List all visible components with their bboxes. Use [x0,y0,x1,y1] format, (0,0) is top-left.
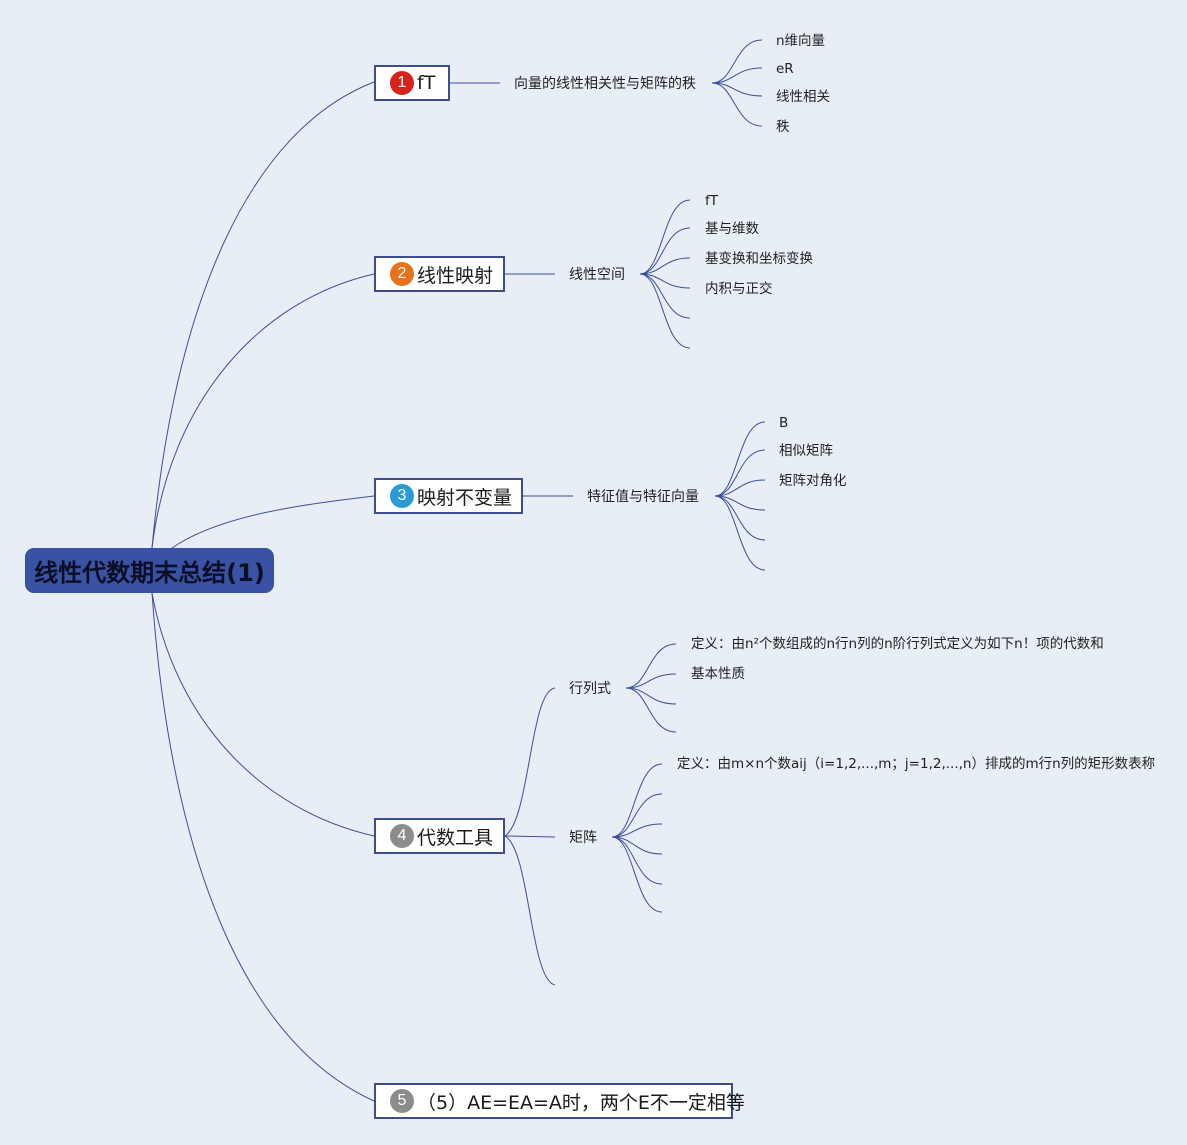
edge-fan-matrix-2 [611,823,663,838]
edge-fan-3-4 [714,495,766,541]
badge-2-icon: 2 [390,262,414,286]
leaf-linear-dependence[interactable]: 线性相关 [776,89,830,105]
edge-topic-4-matrix [504,835,556,838]
edge-fan-1-1 [711,67,763,84]
badge-4-icon: 4 [390,824,414,848]
edge-fan-det-1 [625,673,677,689]
topic-4[interactable]: 4 代数工具 [374,818,505,854]
leaf-eR[interactable]: eR [776,61,794,77]
edge-fan-matrix-5 [611,836,663,913]
leaf-B[interactable]: B [779,415,789,431]
subtopic-determinant[interactable]: 行列式 [569,681,611,697]
edge-fan-matrix-3 [611,836,663,855]
topic-4-label: 代数工具 [417,826,494,849]
edge-root-topic-3 [171,495,375,549]
edge-fan-2-0 [639,199,691,275]
topic-3-label: 映射不变量 [417,486,513,509]
edge-fan-2-4 [639,273,691,319]
leaf-inner-product[interactable]: 内积与正交 [705,281,773,297]
edge-topic-4-empty [504,835,556,986]
edge-fan-matrix-1 [611,793,663,838]
topic-5-label: （5）AE=EA=A时，两个E不一定相等 [417,1091,745,1114]
leaf-basis-dimension[interactable]: 基与维数 [705,221,759,237]
leaf-basic-properties[interactable]: 基本性质 [691,666,745,682]
leaf-n-dim-vector[interactable]: n维向量 [776,33,826,49]
edge-topic-4-determinant [504,687,556,837]
edge-fan-2-1 [639,227,691,275]
leaf-basis-change[interactable]: 基变换和坐标变换 [705,251,813,267]
subtopic-eigen[interactable]: 特征值与特征向量 [587,489,699,505]
edge-root-topic-5 [151,592,375,1102]
leaf-determinant-definition[interactable]: 定义：由n²个数组成的n行n列的n阶行列式定义为如下n！项的代数和 [691,636,1104,652]
edge-fan-3-2 [714,479,766,497]
badge-1-icon: 1 [390,71,414,95]
leaf-fT[interactable]: fT [705,193,718,209]
subtopic-matrix[interactable]: 矩阵 [569,830,597,846]
leaf-rank[interactable]: 秩 [776,119,790,135]
edge-root-topic-1 [151,81,375,549]
leaf-matrix-definition[interactable]: 定义：由m×n个数aij（i=1,2,...,m；j=1,2,...,n）排成的… [677,756,1156,772]
topic-5[interactable]: 5 （5）AE=EA=A时，两个E不一定相等 [374,1083,745,1119]
edge-fan-2-5 [639,273,691,349]
edge-fan-det-3 [625,687,677,733]
leaf-diagonalization[interactable]: 矩阵对角化 [779,473,847,489]
edge-root-topic-2 [151,273,375,549]
topic-3[interactable]: 3 映射不变量 [374,478,523,514]
badge-3-icon: 3 [390,484,414,508]
topic-1[interactable]: 1 fT [374,65,450,101]
badge-5-icon: 5 [390,1089,414,1113]
topic-2-label: 线性映射 [417,264,494,287]
edge-fan-det-0 [625,643,677,689]
leaf-similar-matrix[interactable]: 相似矩阵 [779,443,833,459]
edge-fan-1-0 [711,39,763,84]
edge-fan-3-1 [714,449,766,497]
edge-root-topic-4 [151,592,375,837]
edge-fan-det-2 [625,687,677,705]
topic-1-label: fT [417,72,436,94]
root-title: 线性代数期末总结(1) [34,559,265,587]
root-topic[interactable]: 线性代数期末总结(1) [25,548,274,593]
subtopic-vector-rank[interactable]: 向量的线性相关性与矩阵的秩 [514,76,696,92]
edge-fan-matrix-4 [611,836,663,885]
edge-fan-1-3 [711,82,763,127]
subtopic-linear-space[interactable]: 线性空间 [569,267,625,283]
edge-fan-3-0 [714,421,766,497]
edge-fan-2-2 [639,257,691,275]
edge-fan-3-5 [714,495,766,571]
edge-fan-matrix-0 [611,763,663,838]
topic-2[interactable]: 2 线性映射 [374,256,505,292]
